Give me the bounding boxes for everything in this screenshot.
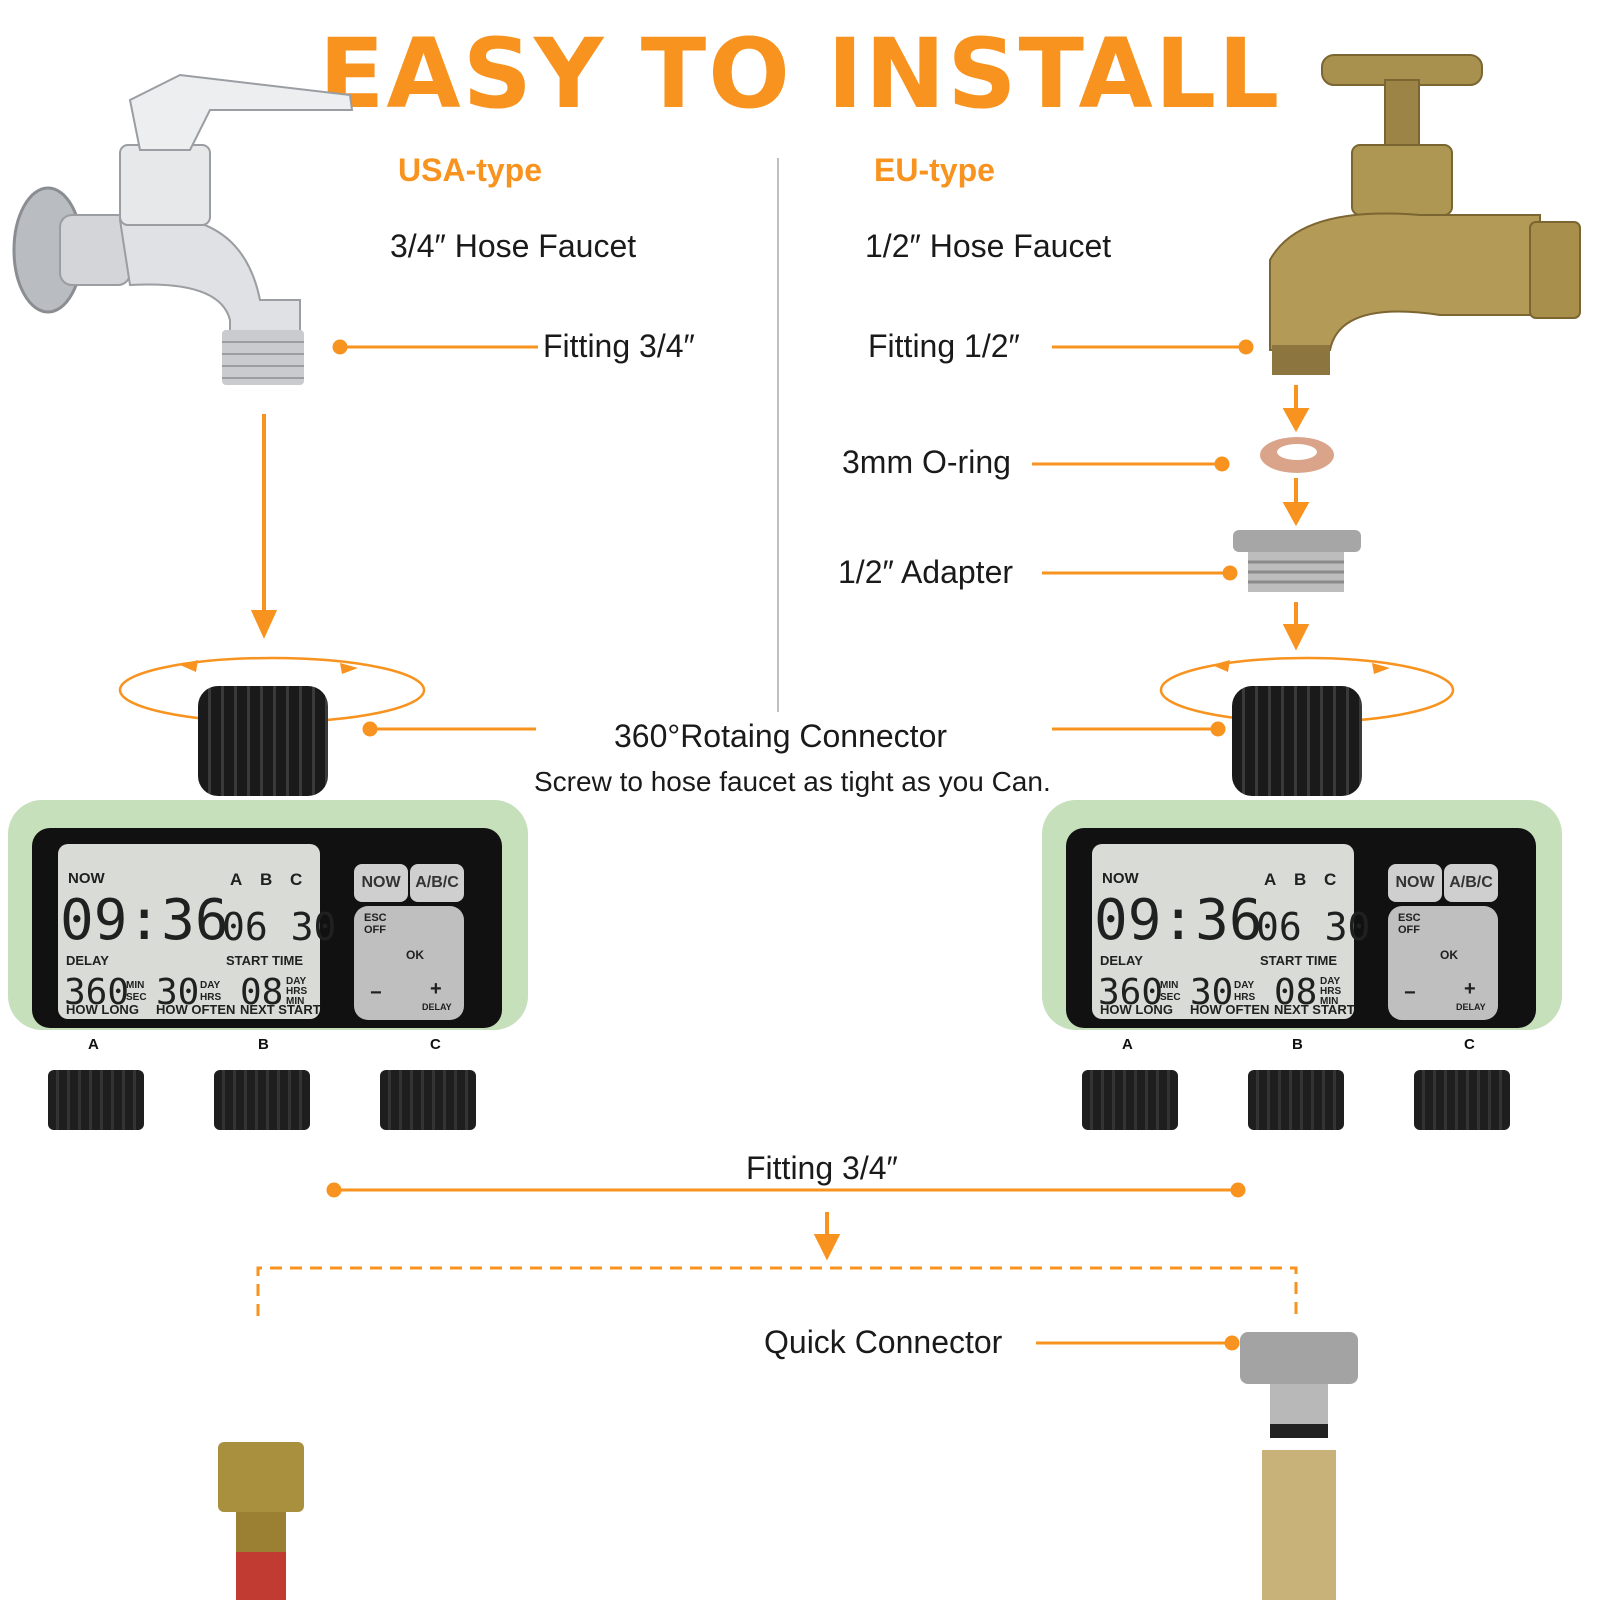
lcd-now-label: NOW — [1102, 870, 1139, 887]
usa-faucet-image — [12, 73, 354, 385]
oring-image — [1260, 437, 1334, 473]
now-button[interactable]: NOW — [354, 864, 408, 902]
off-label: OFF — [364, 924, 386, 936]
lcd-how-long-unit-2: SEC — [126, 992, 147, 1003]
plus-button[interactable]: + — [430, 978, 442, 1000]
adapter-label: 1/2″ Adapter — [838, 554, 1014, 590]
hose-fitting-image — [218, 1442, 304, 1600]
lcd-zone-a: A — [230, 870, 243, 889]
lcd-next-start-unit-2: HRS — [1320, 986, 1342, 997]
lcd-next-start-unit-3: MIN — [286, 996, 305, 1007]
control-pad[interactable] — [354, 906, 464, 1020]
abc-button[interactable]: A/B/C — [1444, 864, 1498, 902]
lcd-how-often-unit-1: DAY — [1234, 980, 1255, 991]
esc-label: ESC — [364, 912, 387, 924]
quick-connector-label: Quick Connector — [764, 1324, 1003, 1360]
control-pad[interactable] — [1388, 906, 1498, 1020]
lcd-zone-a: A — [1264, 870, 1277, 889]
lcd-zone-b: B — [260, 870, 273, 889]
lcd-zone-b: B — [1294, 870, 1307, 889]
outlet-port-b — [1248, 1070, 1344, 1130]
lcd-start: 06 30 — [1256, 905, 1371, 949]
channel-a-label: A — [1122, 1036, 1133, 1053]
lcd-next-start-unit-3: MIN — [1320, 996, 1339, 1007]
adapter-image — [1233, 530, 1361, 592]
eu-fitting-label: Fitting 1/2″ — [868, 328, 1020, 364]
lcd-clock: 09:36 — [1094, 888, 1263, 953]
delay-button-label: DELAY — [1456, 1002, 1486, 1012]
lcd-delay-label: DELAY — [66, 953, 109, 968]
lcd-how-long-value: 360 — [1098, 972, 1164, 1013]
usa-fitting-label: Fitting 3/4″ — [543, 328, 695, 364]
outlet-port-a — [1082, 1070, 1178, 1130]
now-button[interactable]: NOW — [1388, 864, 1442, 902]
rotating-connector-label: 360°Rotaing Connector — [614, 718, 948, 754]
ok-button[interactable]: OK — [1440, 948, 1458, 962]
outlet-fitting-label: Fitting 3/4″ — [746, 1150, 898, 1186]
esc-label: ESC — [1398, 912, 1421, 924]
lcd-how-often-value: 30 — [1190, 972, 1234, 1013]
outlet-port-a — [48, 1070, 144, 1130]
channel-a-label: A — [88, 1036, 99, 1053]
lcd-next-start-unit-1: DAY — [286, 976, 307, 987]
lcd-next-start-label: NEXT START — [1274, 1002, 1355, 1017]
eu-faucet-label: 1/2″ Hose Faucet — [865, 228, 1112, 264]
lcd-start: 06 30 — [222, 905, 337, 949]
rotating-connector-note: Screw to hose faucet as tight as you Can… — [534, 766, 1051, 797]
lcd-now-label: NOW — [68, 870, 105, 887]
lcd-how-long-unit-2: SEC — [1160, 992, 1181, 1003]
lcd-how-long-value: 360 — [64, 972, 130, 1013]
minus-button[interactable]: − — [370, 982, 382, 1004]
lcd-delay-label: DELAY — [1100, 953, 1143, 968]
lcd-clock: 09:36 — [60, 888, 229, 953]
minus-button[interactable]: − — [1404, 982, 1416, 1004]
outlet-port-c — [1414, 1070, 1510, 1130]
lcd-how-long-unit-1: MIN — [126, 980, 145, 991]
lcd-next-start-value: 08 — [1274, 972, 1318, 1013]
lcd-zone-c: C — [290, 870, 303, 889]
lcd-how-long-label: HOW LONG — [66, 1002, 139, 1017]
lcd-how-often-label: HOW OFTEN — [1190, 1002, 1270, 1017]
off-label: OFF — [1398, 924, 1420, 936]
lcd-screen — [1092, 844, 1354, 1019]
ok-button[interactable]: OK — [406, 948, 424, 962]
outlet-port-b — [214, 1070, 310, 1130]
lcd-how-often-label: HOW OFTEN — [156, 1002, 236, 1017]
timer-device-right: NOW 09:36 06 30 A B C DELAY START TIME 3… — [1042, 686, 1562, 1130]
channel-c-label: C — [1464, 1036, 1475, 1053]
page-title: EASY TO INSTALL — [318, 18, 1282, 130]
lcd-how-long-unit-1: MIN — [1160, 980, 1179, 991]
eu-type-label: EU-type — [874, 152, 995, 188]
usa-faucet-label: 3/4″ Hose Faucet — [390, 228, 637, 264]
channel-b-label: B — [1292, 1036, 1303, 1053]
lcd-how-often-unit-2: HRS — [200, 992, 222, 1003]
timer-device-left: NOW 09:36 06 30 A B C DELAY START TIME 3… — [8, 686, 528, 1130]
quick-connector-image — [1240, 1332, 1358, 1600]
delay-button-label: DELAY — [422, 1002, 452, 1012]
lcd-how-often-unit-1: DAY — [200, 980, 221, 991]
eu-faucet-image — [1269, 54, 1581, 375]
rotating-connector-knob — [198, 686, 328, 796]
channel-c-label: C — [430, 1036, 441, 1053]
lcd-zone-c: C — [1324, 870, 1337, 889]
lcd-start-time-label: START TIME — [226, 953, 304, 968]
outlet-port-c — [380, 1070, 476, 1130]
lcd-next-start-value: 08 — [240, 972, 284, 1013]
lcd-how-long-label: HOW LONG — [1100, 1002, 1173, 1017]
lcd-next-start-unit-1: DAY — [1320, 976, 1341, 987]
usa-type-label: USA-type — [398, 152, 543, 188]
lcd-next-start-unit-2: HRS — [286, 986, 308, 997]
abc-button[interactable]: A/B/C — [410, 864, 464, 902]
lcd-how-often-value: 30 — [156, 972, 200, 1013]
rotating-connector-knob — [1232, 686, 1362, 796]
channel-b-label: B — [258, 1036, 269, 1053]
plus-button[interactable]: + — [1464, 978, 1476, 1000]
lcd-how-often-unit-2: HRS — [1234, 992, 1256, 1003]
lcd-screen — [58, 844, 320, 1019]
lcd-start-time-label: START TIME — [1260, 953, 1338, 968]
lcd-next-start-label: NEXT START — [240, 1002, 321, 1017]
oring-label: 3mm O-ring — [842, 444, 1011, 480]
